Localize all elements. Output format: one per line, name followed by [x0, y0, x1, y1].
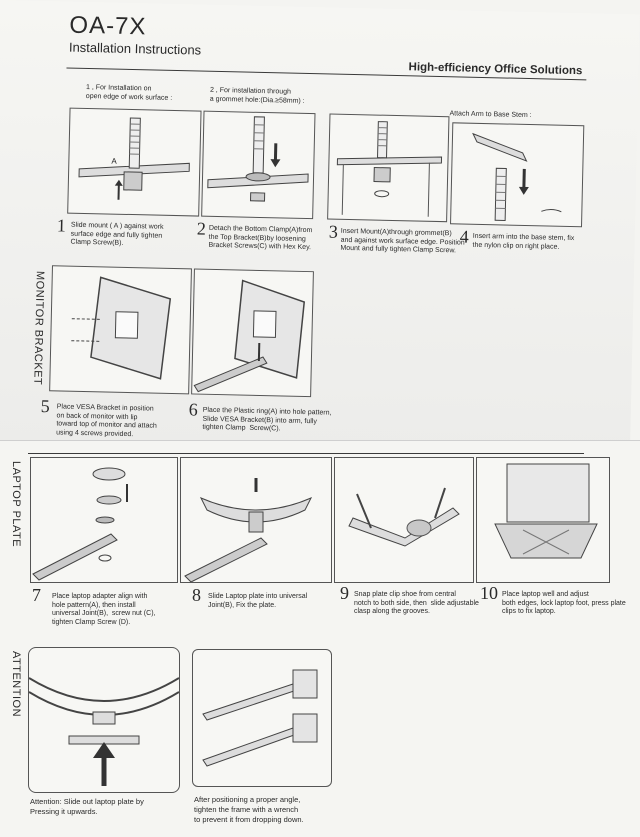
- figure-step-6: [191, 268, 314, 397]
- step-number: 10: [480, 583, 498, 604]
- step-number: 8: [192, 585, 201, 606]
- step-caption: Insert Mount(A)through grommet(B) and ag…: [340, 228, 465, 256]
- section-monitor-bracket: MONITOR BRACKET: [31, 271, 46, 386]
- heading-open-edge: 1 , For Installation on open edge of wor…: [86, 84, 173, 103]
- laptop-plate-drawing: [181, 458, 331, 582]
- section-rule: [28, 453, 584, 454]
- heading-attach-arm: Attach Arm to Base Stem :: [449, 110, 531, 120]
- step-caption: Place the Plastic ring(A) into hole patt…: [202, 407, 331, 435]
- document-subtitle: Installation Instructions: [69, 40, 202, 58]
- figure-step-9: [334, 457, 474, 583]
- mount-insert-drawing: [328, 115, 448, 222]
- step-caption: Slide Laptop plate into universal Joint(…: [208, 593, 307, 610]
- attention-note-1: Attention: Slide out laptop plate by Pre…: [30, 797, 144, 817]
- attention-note-2: After positioning a proper angle, tighte…: [194, 795, 304, 825]
- document-title: OA-7X: [69, 12, 147, 42]
- step-number: 9: [340, 583, 349, 604]
- arm-stem-drawing: [451, 123, 583, 226]
- step-number: 7: [32, 585, 41, 606]
- figure-step-2: [201, 111, 315, 220]
- step-number: 1: [57, 215, 66, 236]
- laptop-placed-drawing: [477, 458, 609, 582]
- figure-attention-1: [28, 647, 180, 793]
- figure-step-3: [327, 114, 449, 223]
- step-caption: Place VESA Bracket in position on back o…: [56, 403, 157, 439]
- callout-a: A: [111, 157, 117, 166]
- heading-grommet: 2 , For installation through a grommet h…: [210, 87, 305, 106]
- figure-attention-2: [192, 649, 332, 787]
- step-caption: Insert arm into the base stem, fix the n…: [472, 233, 574, 252]
- vesa-arm-drawing: [192, 269, 313, 396]
- laptop-adapter-drawing: [31, 458, 177, 582]
- step-number: 5: [41, 396, 50, 417]
- grommet-drawing: [202, 112, 314, 218]
- figure-step-10: [476, 457, 610, 583]
- step-caption: Place laptop well and adjust both edges,…: [502, 591, 626, 617]
- figure-step-4: [450, 122, 584, 227]
- section-attention: ATTENTION: [10, 651, 22, 717]
- brand-tagline: High-efficiency Office Solutions: [408, 61, 582, 77]
- step-caption: Snap plate clip shoe from central notch …: [354, 591, 479, 617]
- figure-step-8: [180, 457, 332, 583]
- slide-out-plate-drawing: [29, 648, 179, 792]
- figure-step-1: A: [67, 108, 201, 217]
- clamp-edge-drawing: A: [68, 109, 200, 216]
- step-number: 4: [460, 226, 469, 247]
- step-caption: Place laptop adapter align with hole pat…: [52, 593, 155, 627]
- step-number: 3: [329, 222, 338, 243]
- step-number: 6: [189, 399, 198, 420]
- step-caption: Slide mount ( A ) against work surface e…: [70, 222, 163, 250]
- vesa-bracket-drawing: [50, 266, 191, 393]
- manual-page-bottom: LAPTOP PLATE 7 Pla: [0, 440, 640, 837]
- manual-page-top: OA-7X Installation Instructions High-eff…: [0, 0, 640, 469]
- plate-clip-drawing: [335, 458, 473, 582]
- step-number: 2: [197, 219, 206, 240]
- figure-step-5: [49, 265, 192, 394]
- step-caption: Detach the Bottom Clamp(A)from the Top B…: [208, 225, 312, 253]
- section-laptop-plate: LAPTOP PLATE: [10, 461, 22, 547]
- frame-angle-drawing: [193, 650, 331, 786]
- figure-step-7: [30, 457, 178, 583]
